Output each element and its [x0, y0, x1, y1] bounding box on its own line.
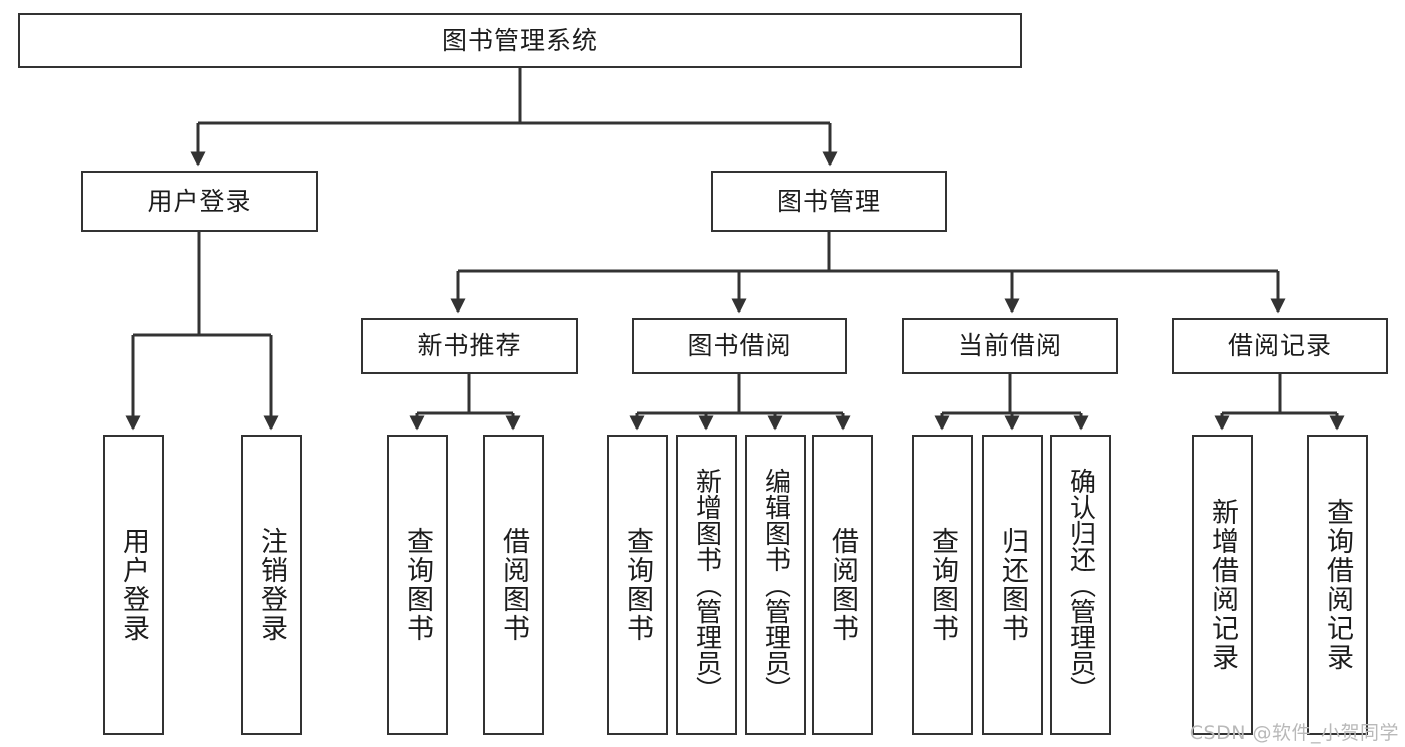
- node-borrow-record-label: 借阅记录: [1227, 331, 1332, 361]
- node-leaf-query-borrow-record-label: 查询借阅记录: [1322, 498, 1353, 672]
- node-leaf-borrow-book-label: 借阅图书: [827, 527, 858, 643]
- node-leaf-user-login[interactable]: 用户登录: [103, 435, 164, 735]
- node-leaf-add-book[interactable]: 新增图书（管理员）: [676, 435, 737, 735]
- node-book-borrow[interactable]: 图书借阅: [632, 318, 847, 374]
- node-borrow-record[interactable]: 借阅记录: [1172, 318, 1388, 374]
- node-book-manage-label: 图书管理: [776, 186, 881, 216]
- node-book-borrow-label: 图书借阅: [687, 331, 792, 361]
- node-leaf-edit-book[interactable]: 编辑图书（管理员）: [745, 435, 806, 735]
- node-leaf-query-book-current[interactable]: 查询图书: [912, 435, 973, 735]
- node-leaf-return-book-label: 归还图书: [997, 527, 1028, 643]
- node-root[interactable]: 图书管理系统: [18, 13, 1022, 68]
- node-book-manage[interactable]: 图书管理: [711, 171, 947, 232]
- watermark-text: CSDN @软件_小贺同学: [1189, 722, 1399, 744]
- node-new-book-recommend[interactable]: 新书推荐: [361, 318, 578, 374]
- node-current-borrow-label: 当前借阅: [957, 331, 1062, 361]
- node-leaf-edit-book-label: 编辑图书（管理员）: [760, 468, 791, 702]
- node-leaf-add-borrow-record-label: 新增借阅记录: [1207, 498, 1238, 672]
- node-leaf-query-book-rec[interactable]: 查询图书: [387, 435, 448, 735]
- node-leaf-query-book-current-label: 查询图书: [927, 527, 958, 643]
- node-leaf-user-login-label: 用户登录: [118, 527, 149, 643]
- node-current-borrow[interactable]: 当前借阅: [902, 318, 1118, 374]
- node-leaf-query-book-borrow[interactable]: 查询图书: [607, 435, 668, 735]
- node-leaf-logout[interactable]: 注销登录: [241, 435, 302, 735]
- node-leaf-confirm-return[interactable]: 确认归还（管理员）: [1050, 435, 1111, 735]
- node-leaf-add-book-label: 新增图书（管理员）: [691, 468, 722, 702]
- node-leaf-confirm-return-label: 确认归还（管理员）: [1065, 468, 1096, 702]
- node-leaf-borrow-book[interactable]: 借阅图书: [812, 435, 873, 735]
- node-user-login[interactable]: 用户登录: [81, 171, 318, 232]
- node-leaf-borrow-book-rec-label: 借阅图书: [498, 527, 529, 643]
- node-leaf-query-book-rec-label: 查询图书: [402, 527, 433, 643]
- node-user-login-label: 用户登录: [147, 186, 252, 216]
- node-leaf-borrow-book-rec[interactable]: 借阅图书: [483, 435, 544, 735]
- node-leaf-query-borrow-record[interactable]: 查询借阅记录: [1307, 435, 1368, 735]
- node-leaf-add-borrow-record[interactable]: 新增借阅记录: [1192, 435, 1253, 735]
- node-new-book-recommend-label: 新书推荐: [417, 331, 522, 361]
- node-leaf-logout-label: 注销登录: [256, 527, 287, 643]
- node-leaf-query-book-borrow-label: 查询图书: [622, 527, 653, 643]
- node-leaf-return-book[interactable]: 归还图书: [982, 435, 1043, 735]
- node-root-label: 图书管理系统: [441, 25, 598, 55]
